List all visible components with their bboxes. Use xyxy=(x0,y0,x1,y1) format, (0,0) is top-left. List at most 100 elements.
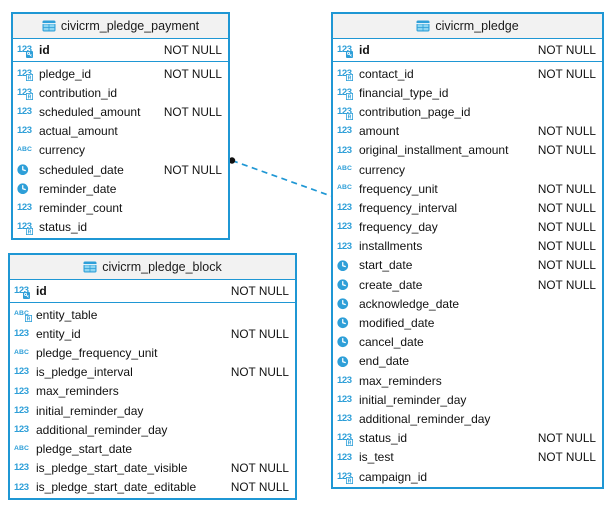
table-header[interactable]: civicrm_pledge_payment xyxy=(13,14,228,39)
column-label: status_id xyxy=(359,431,408,446)
text-icon: ABC xyxy=(337,184,353,192)
column-modified_date[interactable]: modified_date xyxy=(333,313,602,332)
numeric-icon: 123 xyxy=(337,394,352,406)
column-label: frequency_interval xyxy=(359,200,458,215)
numeric-icon: 123 xyxy=(14,481,29,493)
column-label: id xyxy=(359,43,370,57)
not-null-label: NOT NULL xyxy=(230,480,289,495)
column-acknowledge_date[interactable]: acknowledge_date xyxy=(333,294,602,313)
datetime-icon xyxy=(337,352,357,371)
column-reminder_date[interactable]: reminder_date xyxy=(13,179,228,198)
not-null-label: NOT NULL xyxy=(537,431,596,446)
relation-line[interactable] xyxy=(231,159,332,197)
table-icon xyxy=(83,261,97,273)
text-icon: ABC xyxy=(14,348,30,356)
datetime-icon xyxy=(337,294,357,313)
column-currency[interactable]: ABC currency xyxy=(13,141,228,160)
numeric-icon: 123 xyxy=(14,404,29,416)
text-icon: ABC xyxy=(17,145,33,153)
svg-text:R: R xyxy=(348,479,352,485)
table-icon xyxy=(42,20,56,32)
datetime-icon xyxy=(17,160,37,179)
column-cancel_date[interactable]: cancel_date xyxy=(333,333,602,352)
not-null-label: NOT NULL xyxy=(163,43,222,57)
not-null-label: NOT NULL xyxy=(230,461,289,476)
numeric-pk-icon: 123 xyxy=(14,281,34,301)
numeric-icon: 123 xyxy=(337,451,352,463)
svg-text:R: R xyxy=(28,76,32,82)
numeric-icon: 123 xyxy=(14,366,29,378)
column-label: additional_reminder_day xyxy=(36,422,168,437)
column-is_pledge_start_date_editable[interactable]: 123 is_pledge_start_date_editable NOT NULL xyxy=(10,478,295,497)
column-label: reminder_date xyxy=(39,181,117,196)
column-initial_reminder_day[interactable]: 123 initial_reminder_day xyxy=(333,390,602,409)
text-icon: ABC xyxy=(14,444,30,452)
column-label: is_pledge_start_date_editable xyxy=(36,480,197,495)
not-null-label: NOT NULL xyxy=(537,143,596,158)
column-label: currency xyxy=(39,143,86,158)
column-label: modified_date xyxy=(359,316,435,331)
not-null-label: NOT NULL xyxy=(537,66,596,81)
numeric-icon: 123 xyxy=(337,221,352,233)
not-null-label: NOT NULL xyxy=(537,124,596,139)
column-end_date[interactable]: end_date xyxy=(333,352,602,371)
column-label: is_pledge_interval xyxy=(36,365,133,380)
table-header[interactable]: civicrm_pledge xyxy=(333,14,602,39)
column-label: create_date xyxy=(359,277,423,292)
column-pledge_start_date[interactable]: ABC pledge_start_date xyxy=(10,439,295,458)
column-label: initial_reminder_day xyxy=(359,392,467,407)
numeric-icon: 123 xyxy=(337,202,352,214)
column-label: end_date xyxy=(359,354,410,369)
column-label: entity_table xyxy=(36,307,98,322)
column-label: pledge_start_date xyxy=(36,441,133,456)
not-null-label: NOT NULL xyxy=(537,43,596,57)
table-header[interactable]: civicrm_pledge_block xyxy=(10,255,295,280)
not-null-label: NOT NULL xyxy=(537,220,596,235)
column-label: frequency_unit xyxy=(359,181,438,196)
column-label: reminder_count xyxy=(39,200,123,215)
